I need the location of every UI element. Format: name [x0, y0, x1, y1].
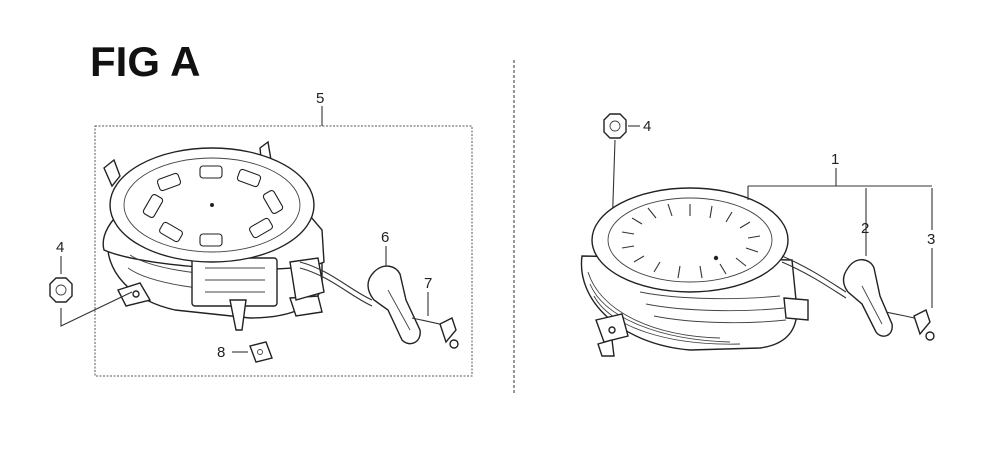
- ratchet-pawl-8: [232, 341, 273, 363]
- left-assembly: [49, 106, 473, 377]
- rope-knot-3: [885, 188, 935, 341]
- recoil-reel: [109, 147, 315, 263]
- callout-2: 2: [861, 220, 869, 237]
- callout-3: 3: [927, 231, 935, 248]
- flange-nut-4-right: [603, 113, 640, 233]
- figure-title: FIG A: [90, 38, 200, 85]
- callout-7: 7: [424, 275, 432, 292]
- callout-1: 1: [831, 151, 839, 168]
- callout-6: 6: [381, 229, 389, 246]
- flange-nut-4-left: [49, 256, 133, 327]
- starter-grip-2: [781, 188, 893, 337]
- callout-5: 5: [316, 90, 324, 107]
- starter-grip-6: [299, 246, 421, 345]
- rope-knot-7: [411, 292, 459, 349]
- recoil-starter-cover: [580, 187, 809, 357]
- callout-4-left: 4: [56, 239, 64, 256]
- callout-4-right: 4: [643, 118, 651, 135]
- cover-vent-slots: [621, 203, 761, 279]
- assembly-5-frame: [94, 125, 473, 377]
- right-assembly: [580, 113, 935, 357]
- callout-8: 8: [217, 344, 225, 361]
- bracket-1: [747, 168, 932, 200]
